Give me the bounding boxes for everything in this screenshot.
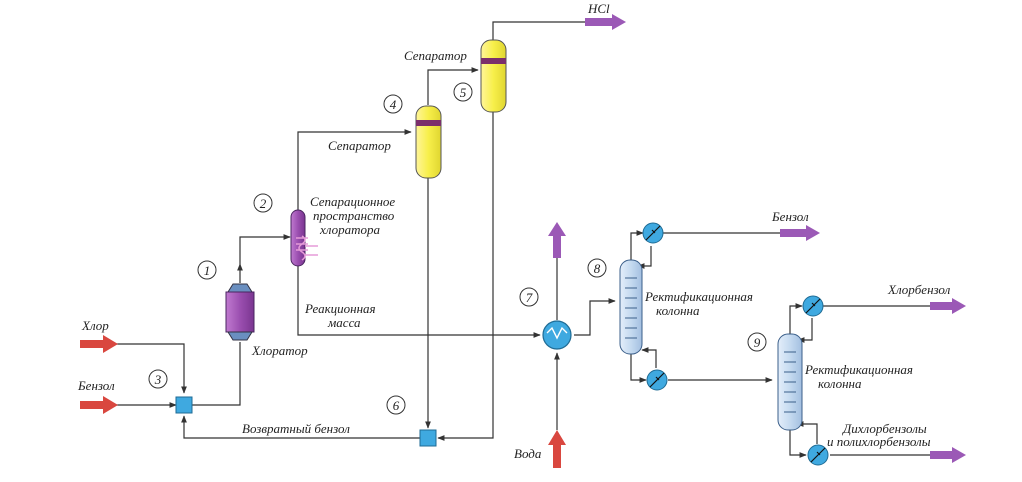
label-sep-space-1: Сепарационное — [310, 194, 395, 209]
vent-arrow — [548, 222, 566, 258]
rectification-column-8 — [619, 259, 643, 355]
number-3: 3 — [154, 372, 162, 387]
number-1: 1 — [204, 263, 211, 278]
chlorobenzene-product-arrow — [930, 298, 966, 314]
label-dichloro-2: и полихлорбензолы — [827, 434, 931, 449]
return-benzene-line — [181, 415, 420, 439]
label-separator-mid: Сепаратор — [328, 138, 391, 153]
space-to-separator4-line — [297, 129, 412, 210]
separator5-to-collector-line — [437, 112, 494, 441]
label-reaction-1: Реакционная — [304, 301, 376, 316]
chlorine-feed-arrow — [80, 335, 118, 353]
number-8: 8 — [594, 261, 601, 276]
benzene-product-arrow — [780, 225, 820, 241]
reboiler-9 — [807, 444, 829, 466]
number-7: 7 — [526, 290, 533, 305]
feed-arrows — [80, 335, 566, 468]
equipment-numbers — [148, 82, 767, 415]
label-water: Вода — [514, 446, 542, 461]
product-arrows — [548, 14, 966, 463]
number-4: 4 — [390, 97, 397, 112]
chlorinator-1 — [225, 283, 255, 341]
condenser-8 — [642, 222, 664, 244]
number-6: 6 — [393, 398, 400, 413]
coil-icon — [296, 235, 308, 261]
benzene-feed-arrow — [80, 396, 118, 414]
label-sep-space-3: хлоратора — [319, 222, 380, 237]
label-separator-top: Сепаратор — [404, 48, 467, 63]
separator5-to-hcl-line — [492, 21, 585, 40]
number-2: 2 — [260, 196, 267, 211]
chlorinator-to-space-line — [239, 234, 291, 264]
column9-top-line — [789, 303, 803, 334]
mixer-3 — [175, 396, 193, 414]
separator4-to-separator5-line — [427, 67, 479, 105]
chlorine-line — [115, 343, 187, 394]
label-rect1-1: Ректификационная — [644, 289, 753, 304]
label-rect1-2: колонна — [656, 303, 700, 318]
separation-space-2 — [290, 209, 318, 267]
exchanger-to-column8-line — [574, 298, 616, 336]
mixer-to-chlorinator-line — [192, 342, 241, 406]
condenser-9 — [802, 295, 824, 317]
label-return-benzene: Возвратный бензол — [242, 421, 350, 436]
process-lines — [115, 21, 930, 458]
dichloro-product-arrow — [930, 447, 966, 463]
label-rect2-1: Ректификационная — [804, 362, 913, 377]
label-dichloro-1: Дихлорбензолы — [841, 421, 927, 436]
label-benzene-in: Бензол — [77, 378, 115, 393]
column8-top-line — [630, 230, 644, 260]
reaction-mass-line — [297, 266, 541, 338]
label-chlorobenzene: Хлорбензол — [887, 282, 951, 297]
label-chlorinator: Хлоратор — [251, 343, 308, 358]
label-reaction-2: масса — [327, 315, 361, 330]
number-9: 9 — [754, 335, 761, 350]
label-sep-space-2: пространство — [313, 208, 395, 223]
label-hcl: HCl — [587, 1, 610, 16]
collector-6 — [419, 429, 437, 447]
heat-exchanger-7 — [542, 320, 572, 350]
column9-bottom-line — [789, 430, 807, 458]
rectification-column-9 — [777, 333, 803, 431]
column8-bottom-line — [630, 352, 647, 383]
separator-4 — [415, 105, 442, 179]
label-rect2-2: колонна — [818, 376, 862, 391]
water-feed-arrow — [548, 430, 566, 468]
hcl-arrow — [585, 14, 626, 30]
label-benzene-out: Бензол — [771, 209, 809, 224]
reboiler-8 — [646, 369, 668, 391]
label-chlorine: Хлор — [81, 318, 109, 333]
number-5: 5 — [460, 85, 467, 100]
separator-5 — [480, 39, 507, 113]
